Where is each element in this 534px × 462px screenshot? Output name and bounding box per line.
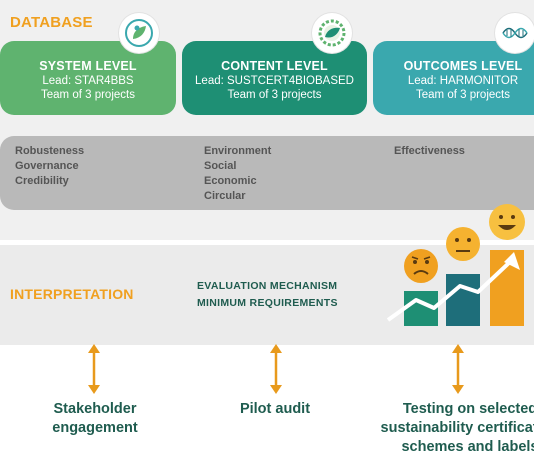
- criterion: Credibility: [15, 175, 69, 187]
- criterion: Environment: [204, 145, 272, 157]
- system-level-team: Team of 3 projects: [41, 89, 135, 101]
- mechanism-item: EVALUATION MECHANISM: [197, 280, 338, 292]
- content-level-team: Team of 3 projects: [227, 89, 322, 101]
- criteria-outcomes: Effectiveness: [394, 144, 465, 159]
- leaf-person-icon: [119, 13, 159, 53]
- sad-face-icon: [404, 249, 438, 283]
- outcomes-level-title: OUTCOMES LEVEL: [403, 59, 523, 73]
- stakeholder-engagement-label: Stakeholder engagement: [30, 400, 160, 438]
- trend-line: [386, 258, 514, 322]
- system-level-lead: Lead: STAR4BBS: [42, 75, 134, 87]
- gear-leaf-icon: [312, 13, 352, 53]
- pilot-audit-label: Pilot audit: [215, 400, 335, 419]
- happy-face-icon: [489, 204, 525, 240]
- label-line: schemes and labels: [401, 439, 534, 455]
- outcomes-level-card: OUTCOMES LEVEL Lead: HARMONITOR Team of …: [373, 41, 534, 115]
- interpretation-band: [0, 245, 534, 345]
- band-divider: [0, 240, 534, 245]
- content-level-card: CONTENT LEVEL Lead: SUSTCERT4BIOBASED Te…: [182, 41, 367, 115]
- criteria-system: Robusteness Governance Credibility: [15, 144, 84, 189]
- satisfaction-graphic: [386, 204, 525, 326]
- neutral-face-icon: [446, 227, 480, 261]
- criterion: Governance: [15, 160, 79, 172]
- bar-mid: [446, 274, 480, 326]
- criterion: Robusteness: [15, 145, 85, 157]
- criterion: Effectiveness: [394, 145, 465, 157]
- label-line: Stakeholder: [53, 401, 137, 417]
- outcomes-level-lead: Lead: HARMONITOR: [407, 75, 519, 87]
- criteria-bar: [0, 136, 534, 210]
- mechanism-list: EVALUATION MECHANISM MINIMUM REQUIREMENT…: [197, 278, 338, 312]
- label-line: Testing on selected: [402, 401, 534, 417]
- outcomes-level-team: Team of 3 projects: [416, 89, 510, 101]
- double-arrow-icon: [270, 344, 282, 394]
- label-line: sustainability certification: [380, 420, 534, 436]
- label-line: Pilot audit: [239, 401, 311, 417]
- criteria-content: Environment Social Economic Circular: [204, 144, 271, 204]
- database-title: DATABASE: [10, 14, 93, 31]
- content-level-title: CONTENT LEVEL: [221, 59, 328, 73]
- system-level-card: SYSTEM LEVEL Lead: STAR4BBS Team of 3 pr…: [0, 41, 176, 115]
- criterion: Circular: [204, 190, 246, 202]
- double-arrow-icon: [88, 344, 100, 394]
- double-arrow-icon: [452, 344, 464, 394]
- trend-arrowhead: [504, 252, 520, 270]
- interpretation-title: INTERPRETATION: [10, 286, 134, 302]
- mechanism-item: MINIMUM REQUIREMENTS: [197, 297, 338, 309]
- testing-label: Testing on selected sustainability certi…: [375, 400, 534, 457]
- content-level-lead: Lead: SUSTCERT4BIOBASED: [195, 75, 354, 87]
- dna-icon: [495, 13, 534, 53]
- criterion: Economic: [204, 175, 257, 187]
- label-line: engagement: [52, 420, 138, 436]
- system-level-title: SYSTEM LEVEL: [39, 59, 137, 73]
- criterion: Social: [204, 160, 237, 172]
